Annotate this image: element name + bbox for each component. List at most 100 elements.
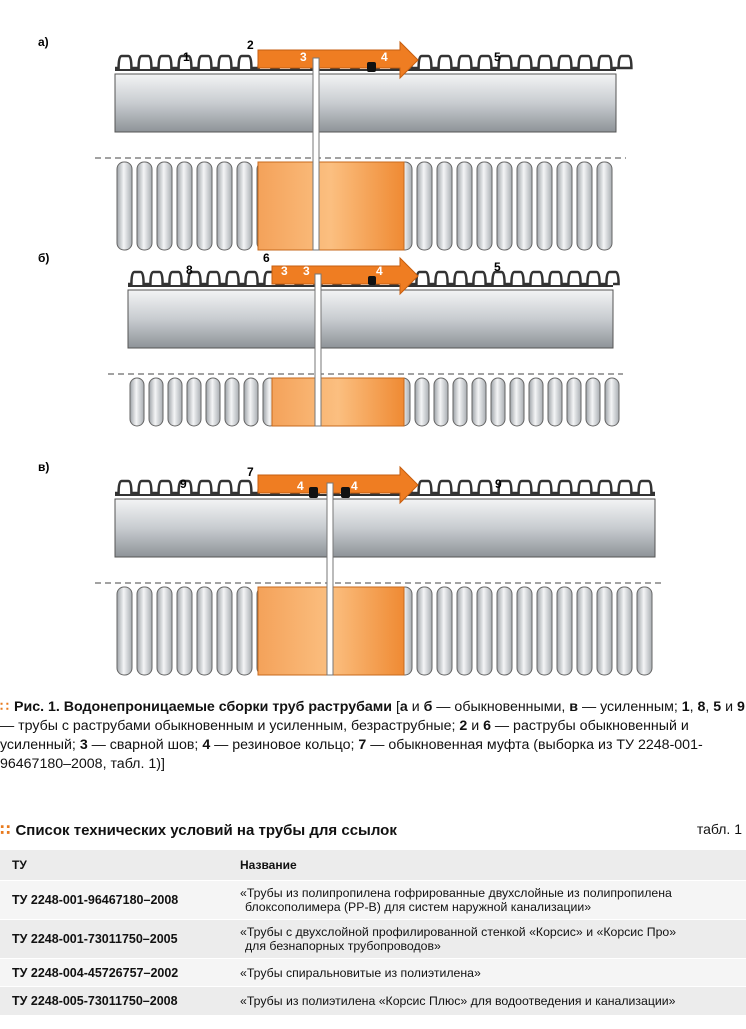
pipe-rib — [636, 586, 653, 676]
tu-code: ТУ 2248-004-45726757–2002 — [0, 958, 228, 987]
part-label: 8 — [186, 263, 193, 277]
pipe-rib — [596, 586, 613, 676]
pipe-rib — [216, 586, 233, 676]
tu-name-line: «Трубы из полипропилена гофрированные дв… — [240, 886, 672, 900]
pipe-rib — [490, 377, 506, 427]
tu-code: ТУ 2248-001-96467180–2008 — [0, 880, 228, 920]
table-row: ТУ 2248-001-96467180–2008 «Трубы из поли… — [0, 880, 746, 920]
pipe-rib — [471, 377, 487, 427]
part-label: 1 — [183, 50, 190, 64]
tu-name-line: блоксополимера (PP-B) для систем наружно… — [245, 900, 592, 914]
caption-lead: Рис. 1. — [14, 699, 60, 715]
pipe-rib — [116, 586, 133, 676]
tu-name-line: «Трубы с двухслойной профилированной сте… — [240, 925, 677, 939]
part-label: 6 — [263, 251, 270, 265]
socket-body — [257, 161, 405, 251]
part-label: 5 — [494, 260, 501, 274]
tu-name-line: для безнапорных трубопроводов» — [245, 939, 441, 953]
table-row: ТУ 2248-001-73011750–2005 «Трубы с двухс… — [0, 919, 746, 959]
pipe-rib — [456, 586, 473, 676]
table-title: Список технических условий на трубы для … — [15, 822, 397, 839]
socket-body — [271, 377, 405, 427]
tu-name: «Трубы из полиэтилена «Корсис Плюс» для … — [228, 986, 746, 1015]
part-label: 4 — [376, 264, 383, 278]
tu-name: «Трубы из полипропилена гофрированные дв… — [228, 880, 746, 920]
pipe-assembly-figure: 1 2 3 4 5 8 6 3 3 4 5 7 9 4 4 9 а) б) в) — [38, 35, 665, 676]
pipe-rib — [604, 377, 620, 427]
pipe-rib — [509, 377, 525, 427]
pipe-rib — [116, 161, 133, 251]
pipe-rib — [196, 161, 213, 251]
rubber-ring-icon — [367, 62, 376, 72]
part-label: 9 — [495, 477, 502, 491]
pipe-rib — [576, 161, 593, 251]
rubber-ring-icon — [368, 276, 376, 285]
pipe-rib — [167, 377, 183, 427]
pipe-rib — [236, 586, 253, 676]
caption-body: [а и б — обыкновенными, в — усиленным; 1… — [0, 699, 745, 772]
bullet-icon: ∷ — [0, 699, 9, 715]
pipe-rib — [136, 161, 153, 251]
pipe-rib — [496, 586, 513, 676]
joint-gap — [312, 57, 320, 251]
pipe-rib — [176, 161, 193, 251]
pipe-rib — [414, 377, 430, 427]
pipe-rib — [433, 377, 449, 427]
tu-table: ТУ Название ТУ 2248-001-96467180–2008 «Т… — [0, 850, 746, 1015]
pipe-body — [127, 289, 614, 349]
table-header-row: ТУ Название — [0, 850, 746, 881]
rubber-ring-icon — [309, 487, 318, 498]
pipe-rib — [596, 161, 613, 251]
part-label: 4 — [297, 479, 304, 493]
socket-arrow — [257, 40, 419, 80]
pipe-rib — [616, 586, 633, 676]
pipe-rib — [436, 586, 453, 676]
pipe-body — [114, 498, 656, 558]
pipe-rib — [216, 161, 233, 251]
rubber-ring-icon — [341, 487, 350, 498]
pipe-rib — [148, 377, 164, 427]
table-title-bar: ∷ Список технических условий на трубы для… — [0, 821, 746, 841]
pipe-rib — [476, 161, 493, 251]
joint-gap — [314, 273, 322, 427]
joint-gap — [326, 482, 334, 676]
pipe-rib — [236, 161, 253, 251]
tu-code: ТУ 2248-005-73011750–2008 — [0, 986, 228, 1015]
bullet-icon: ∷ — [0, 822, 10, 839]
pipe-rib — [516, 586, 533, 676]
pipe-rib — [136, 586, 153, 676]
part-label: 3 — [281, 264, 288, 278]
pipe-rib — [496, 161, 513, 251]
pipe-rib — [456, 161, 473, 251]
pipe-rib — [243, 377, 259, 427]
panel-letter-a: а) — [38, 35, 49, 49]
tu-name: «Трубы спиральновитые из полиэтилена» — [228, 958, 746, 987]
part-label: 3 — [300, 50, 307, 64]
pipe-rib — [516, 161, 533, 251]
pipe-rib — [156, 586, 173, 676]
caption-title: Водонепроницаемые сборки труб раструбами — [63, 699, 392, 715]
table-row: ТУ 2248-004-45726757–2002 «Трубы спираль… — [0, 958, 746, 987]
socket-arrow — [271, 256, 419, 296]
pipe-rib — [476, 586, 493, 676]
pipe-rib — [416, 161, 433, 251]
part-label: 4 — [351, 479, 358, 493]
pipe-rib — [556, 161, 573, 251]
column-header-name: Название — [228, 850, 746, 881]
pipe-rib — [224, 377, 240, 427]
pipe-rib — [205, 377, 221, 427]
socket-arrow — [257, 465, 419, 505]
pipe-rib — [416, 586, 433, 676]
pipe-rib — [129, 377, 145, 427]
pipe-rib — [536, 586, 553, 676]
column-header-tu: ТУ — [0, 850, 228, 881]
part-label: 2 — [247, 38, 254, 52]
pipe-rib — [528, 377, 544, 427]
pipe-rib — [585, 377, 601, 427]
pipe-rib — [176, 586, 193, 676]
pipe-rib — [556, 586, 573, 676]
table-row: ТУ 2248-005-73011750–2008 «Трубы из поли… — [0, 986, 746, 1015]
pipe-rib — [536, 161, 553, 251]
pipe-rib — [547, 377, 563, 427]
pipe-rib — [566, 377, 582, 427]
